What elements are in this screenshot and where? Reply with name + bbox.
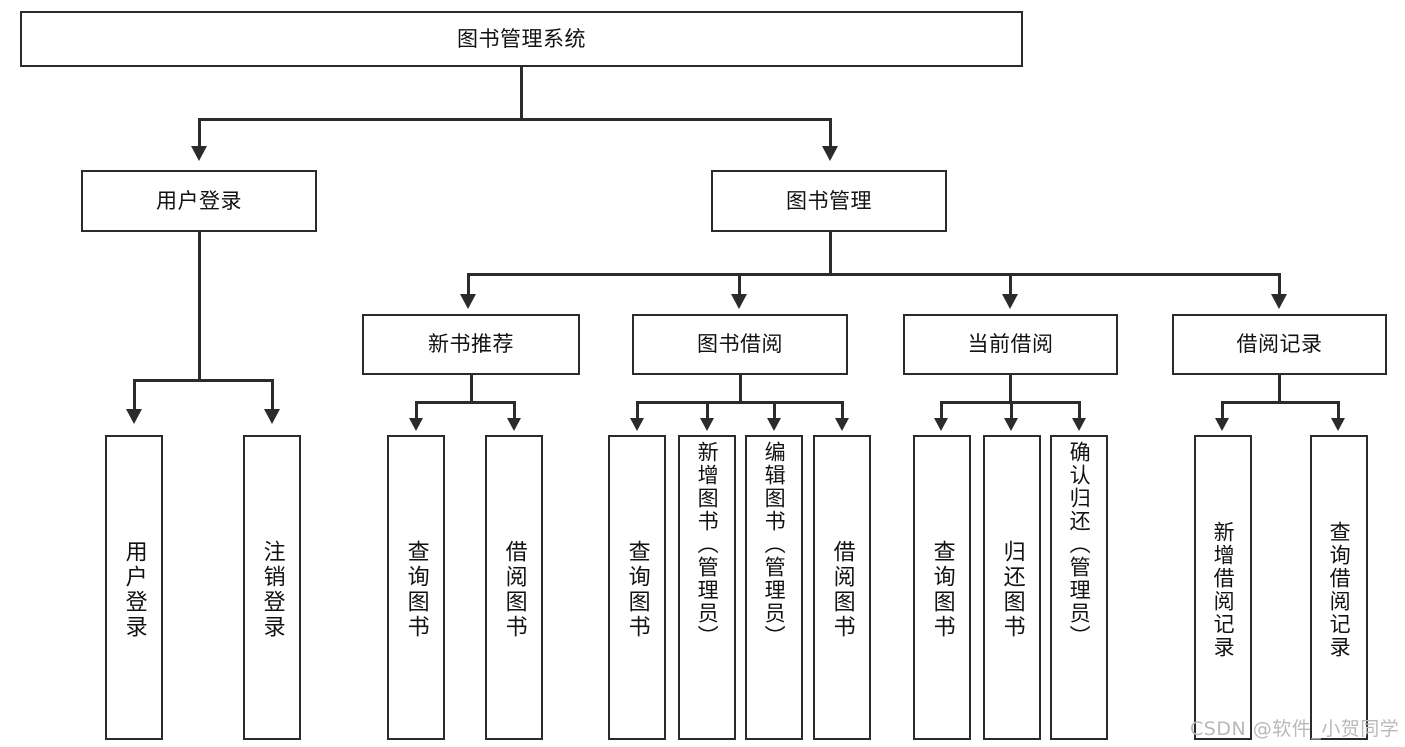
connector-borrowrecord-trunk — [1278, 375, 1281, 402]
leaf-user-logout[interactable]: 注销登录 — [243, 435, 301, 740]
leaf-confirm-return-admin[interactable]: 确认归还（管理员） — [1050, 435, 1108, 740]
connector-bookmanage-fanbar — [468, 273, 1280, 276]
node-root[interactable]: 图书管理系统 — [20, 11, 1023, 67]
arrow-newbook-to-leaf2 — [507, 418, 521, 431]
leaf-query-book-recommend-label: 查询图书 — [403, 539, 429, 640]
connector-currentborrow-to-leaf1 — [940, 401, 943, 419]
leaf-query-book-current-label: 查询图书 — [929, 539, 955, 640]
arrow-userlogin-to-leaf2 — [264, 409, 280, 424]
connector-bookborrow-trunk — [739, 375, 742, 402]
connector-bookborrow-to-leaf3 — [773, 401, 776, 419]
leaf-query-book-borrow[interactable]: 查询图书 — [608, 435, 666, 740]
connector-bookborrow-to-leaf4 — [841, 401, 844, 419]
node-book-borrow-label: 图书借阅 — [697, 332, 783, 357]
leaf-add-book-admin-label: 新增图书（管理员） — [695, 441, 720, 648]
connector-userlogin-fanbar — [134, 379, 272, 382]
arrow-bookmanage-to-l3c — [1002, 294, 1018, 309]
arrow-borrowrecord-to-leaf1 — [1215, 418, 1229, 431]
leaf-query-book-borrow-label: 查询图书 — [624, 539, 650, 640]
leaf-user-login-label: 用户登录 — [121, 539, 147, 640]
leaf-borrow-book-recommend[interactable]: 借阅图书 — [485, 435, 543, 740]
connector-currentborrow-to-leaf2 — [1010, 401, 1013, 419]
leaf-borrow-book-label: 借阅图书 — [829, 539, 855, 640]
connector-root-to-bookmanage — [829, 118, 832, 148]
connector-bookmanage-to-l3c — [1009, 273, 1012, 296]
connector-borrowrecord-to-leaf1 — [1221, 401, 1224, 419]
connector-userlogin-to-leaf2 — [271, 379, 274, 411]
leaf-query-borrow-record[interactable]: 查询借阅记录 — [1310, 435, 1368, 740]
arrow-bookmanage-to-l3d — [1271, 294, 1287, 309]
arrow-bookmanage-to-l3a — [460, 294, 476, 309]
leaf-user-logout-label: 注销登录 — [259, 539, 285, 640]
node-root-label: 图书管理系统 — [457, 26, 586, 51]
node-user-login-label: 用户登录 — [156, 188, 242, 213]
node-current-borrow[interactable]: 当前借阅 — [903, 314, 1118, 375]
arrow-newbook-to-leaf1 — [409, 418, 423, 431]
connector-newbook-fanbar — [416, 401, 515, 404]
leaf-edit-book-admin[interactable]: 编辑图书（管理员） — [745, 435, 803, 740]
leaf-query-book-current[interactable]: 查询图书 — [913, 435, 971, 740]
leaf-query-book-recommend[interactable]: 查询图书 — [387, 435, 445, 740]
connector-root-to-userlogin — [198, 118, 201, 148]
arrow-root-to-bookmanage — [822, 146, 838, 161]
arrow-bookborrow-to-leaf2 — [700, 418, 714, 431]
leaf-user-login[interactable]: 用户登录 — [105, 435, 163, 740]
leaf-confirm-return-admin-label: 确认归还（管理员） — [1067, 441, 1092, 648]
node-book-manage[interactable]: 图书管理 — [711, 170, 947, 232]
leaf-add-borrow-record[interactable]: 新增借阅记录 — [1194, 435, 1252, 740]
arrow-borrowrecord-to-leaf2 — [1331, 418, 1345, 431]
leaf-return-book[interactable]: 归还图书 — [983, 435, 1041, 740]
leaf-add-book-admin[interactable]: 新增图书（管理员） — [678, 435, 736, 740]
connector-newbook-trunk — [470, 375, 473, 402]
arrow-currentborrow-to-leaf1 — [934, 418, 948, 431]
leaf-borrow-book-recommend-label: 借阅图书 — [501, 539, 527, 640]
node-new-book-recommend-label: 新书推荐 — [428, 332, 514, 357]
connector-bookmanage-to-l3b — [738, 273, 741, 296]
connector-root-fanbar — [199, 118, 832, 121]
connector-bookmanage-trunk — [829, 232, 832, 274]
leaf-query-borrow-record-label: 查询借阅记录 — [1327, 520, 1352, 659]
arrow-userlogin-to-leaf1 — [126, 409, 142, 424]
node-book-manage-label: 图书管理 — [786, 188, 872, 213]
arrow-bookborrow-to-leaf1 — [630, 418, 644, 431]
connector-root-trunk — [520, 67, 523, 119]
leaf-borrow-book[interactable]: 借阅图书 — [813, 435, 871, 740]
connector-bookborrow-to-leaf2 — [706, 401, 709, 419]
leaf-add-borrow-record-label: 新增借阅记录 — [1211, 520, 1236, 659]
node-new-book-recommend[interactable]: 新书推荐 — [362, 314, 580, 375]
leaf-return-book-label: 归还图书 — [999, 539, 1025, 640]
node-user-login[interactable]: 用户登录 — [81, 170, 317, 232]
watermark-text: CSDN @软件_小贺同学 — [1190, 718, 1400, 740]
connector-bookmanage-to-l3a — [467, 273, 470, 296]
connector-userlogin-to-leaf1 — [133, 379, 136, 411]
arrow-currentborrow-to-leaf2 — [1004, 418, 1018, 431]
node-current-borrow-label: 当前借阅 — [967, 332, 1054, 357]
connector-bookmanage-to-l3d — [1278, 273, 1281, 296]
connector-currentborrow-to-leaf3 — [1078, 401, 1081, 419]
connector-bookborrow-fanbar — [637, 401, 843, 404]
connector-newbook-to-leaf2 — [513, 401, 516, 419]
connector-bookborrow-to-leaf1 — [636, 401, 639, 419]
connector-newbook-to-leaf1 — [415, 401, 418, 419]
arrow-currentborrow-to-leaf3 — [1072, 418, 1086, 431]
connector-currentborrow-trunk — [1009, 375, 1012, 402]
arrow-bookmanage-to-l3b — [731, 294, 747, 309]
connector-borrowrecord-fanbar — [1222, 401, 1339, 404]
connector-borrowrecord-to-leaf2 — [1337, 401, 1340, 419]
node-borrow-record-label: 借阅记录 — [1236, 332, 1323, 357]
node-borrow-record[interactable]: 借阅记录 — [1172, 314, 1387, 375]
arrow-bookborrow-to-leaf4 — [835, 418, 849, 431]
leaf-edit-book-admin-label: 编辑图书（管理员） — [762, 441, 787, 648]
arrow-bookborrow-to-leaf3 — [767, 418, 781, 431]
node-book-borrow[interactable]: 图书借阅 — [632, 314, 848, 375]
connector-userlogin-trunk — [198, 232, 201, 380]
arrow-root-to-userlogin — [191, 146, 207, 161]
